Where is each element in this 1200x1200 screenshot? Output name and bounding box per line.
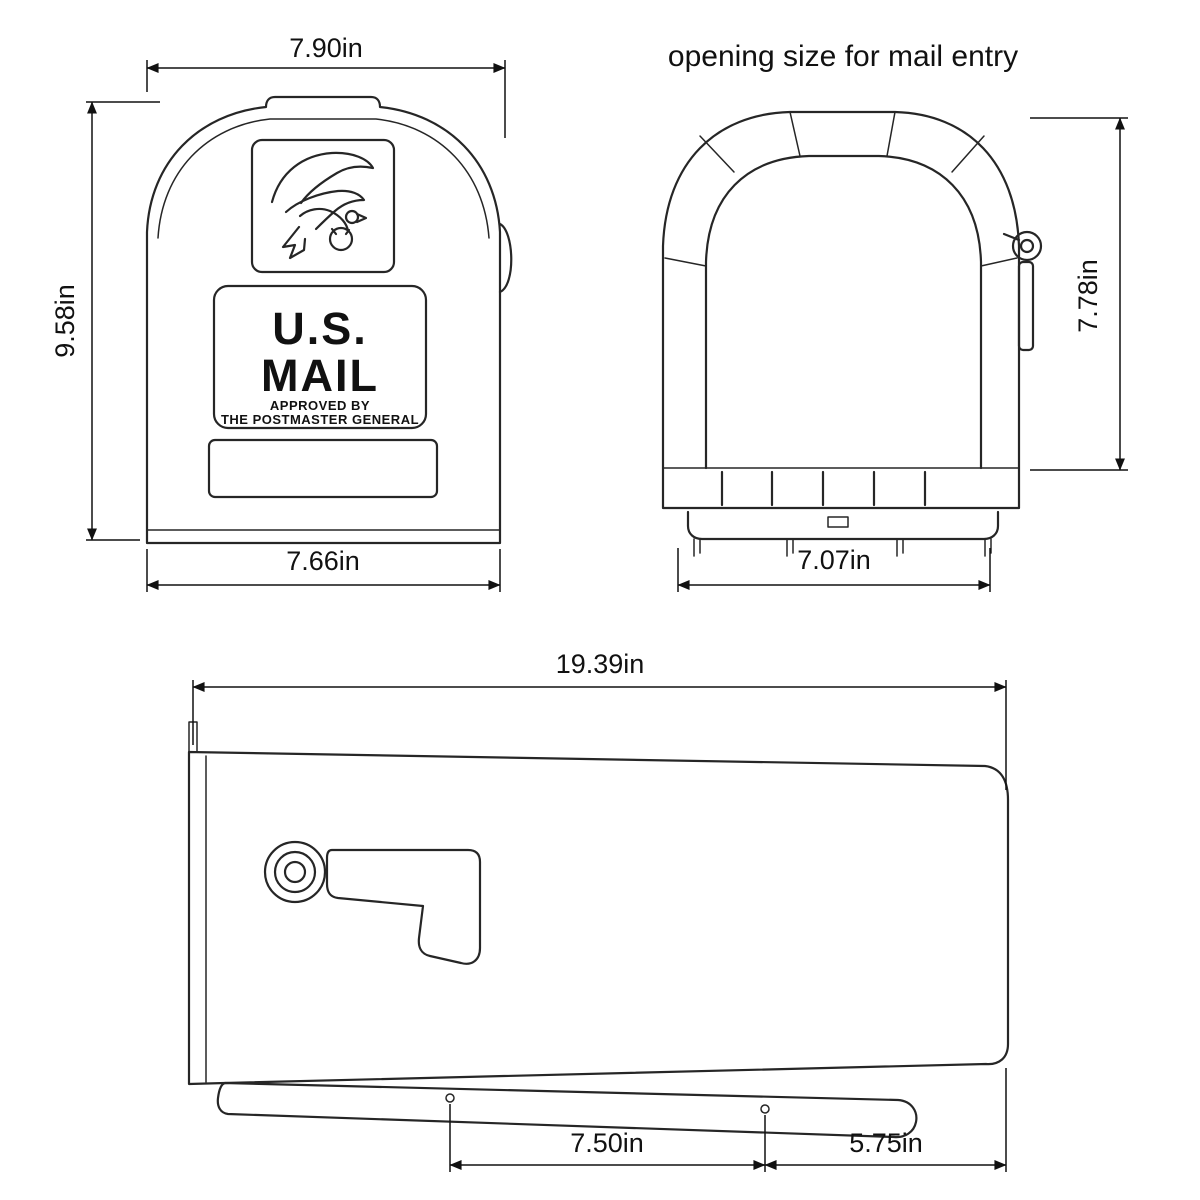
us-mail-line2: MAIL <box>261 350 379 401</box>
mounting-hole-front <box>760 1104 770 1114</box>
front-view-dimensions: 7.90in 9.58in 7.66in <box>50 33 506 592</box>
front-outline <box>145 95 502 545</box>
opening-inner-outline <box>704 154 983 470</box>
eagle-icon <box>270 151 375 260</box>
dim-label-length: 19.39in <box>556 649 645 679</box>
dim-label-hole-to-front: 5.75in <box>849 1128 923 1158</box>
opening-view <box>661 110 1043 557</box>
tray-clasp <box>827 516 849 528</box>
dim-label-opening-width: 7.07in <box>797 545 871 575</box>
dim-label-top-width: 7.90in <box>289 33 363 63</box>
us-mail-plate <box>212 284 428 430</box>
bezel-facet-lines <box>664 111 1018 267</box>
opening-view-dimensions: 7.78in 7.07in <box>677 117 1128 592</box>
front-view: U.S. MAIL APPROVED BY THE POSTMASTER GEN… <box>145 95 513 545</box>
side-view <box>187 721 1010 1139</box>
address-plate <box>207 438 439 499</box>
dim-label-height: 9.58in <box>50 284 80 358</box>
mounting-board <box>216 1081 918 1139</box>
dim-label-bottom-width: 7.66in <box>286 546 360 576</box>
mounting-hole-rear <box>445 1093 455 1103</box>
opening-view-title: opening size for mail entry <box>668 40 1018 73</box>
front-inner-arch <box>157 118 490 239</box>
dim-label-opening-height: 7.78in <box>1073 259 1103 333</box>
eagle-emblem-box <box>250 138 396 274</box>
flag-mount <box>263 840 327 904</box>
us-mail-line1: U.S. <box>272 303 368 354</box>
handle-recess <box>325 848 482 965</box>
opening-outer-outline <box>661 110 1021 510</box>
side-view-dimensions: 19.39in 7.50in 5.75in <box>192 649 1007 1172</box>
dim-label-hole-spacing: 7.50in <box>570 1128 644 1158</box>
door-latch <box>1002 230 1043 352</box>
bottom-tray <box>686 510 1000 541</box>
front-latch-bump <box>498 222 513 294</box>
side-outline <box>187 750 1010 1086</box>
approved-by-text: APPROVED BY <box>270 398 370 413</box>
hinge-hooks <box>693 538 992 557</box>
postmaster-general-text: THE POSTMASTER GENERAL <box>221 412 419 427</box>
door-rib-lines <box>720 470 927 507</box>
